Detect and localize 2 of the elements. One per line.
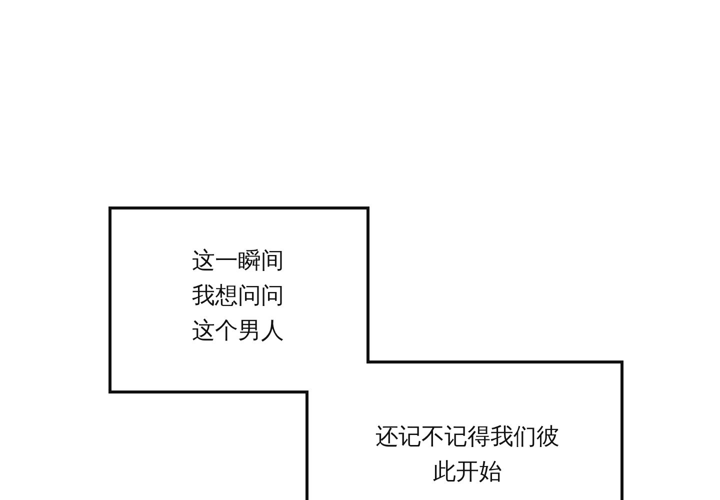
caption-text: 这一瞬间我想问问这个男人 xyxy=(191,247,285,346)
caption-text: 还记不记得我们彼此开始 xyxy=(375,423,560,487)
